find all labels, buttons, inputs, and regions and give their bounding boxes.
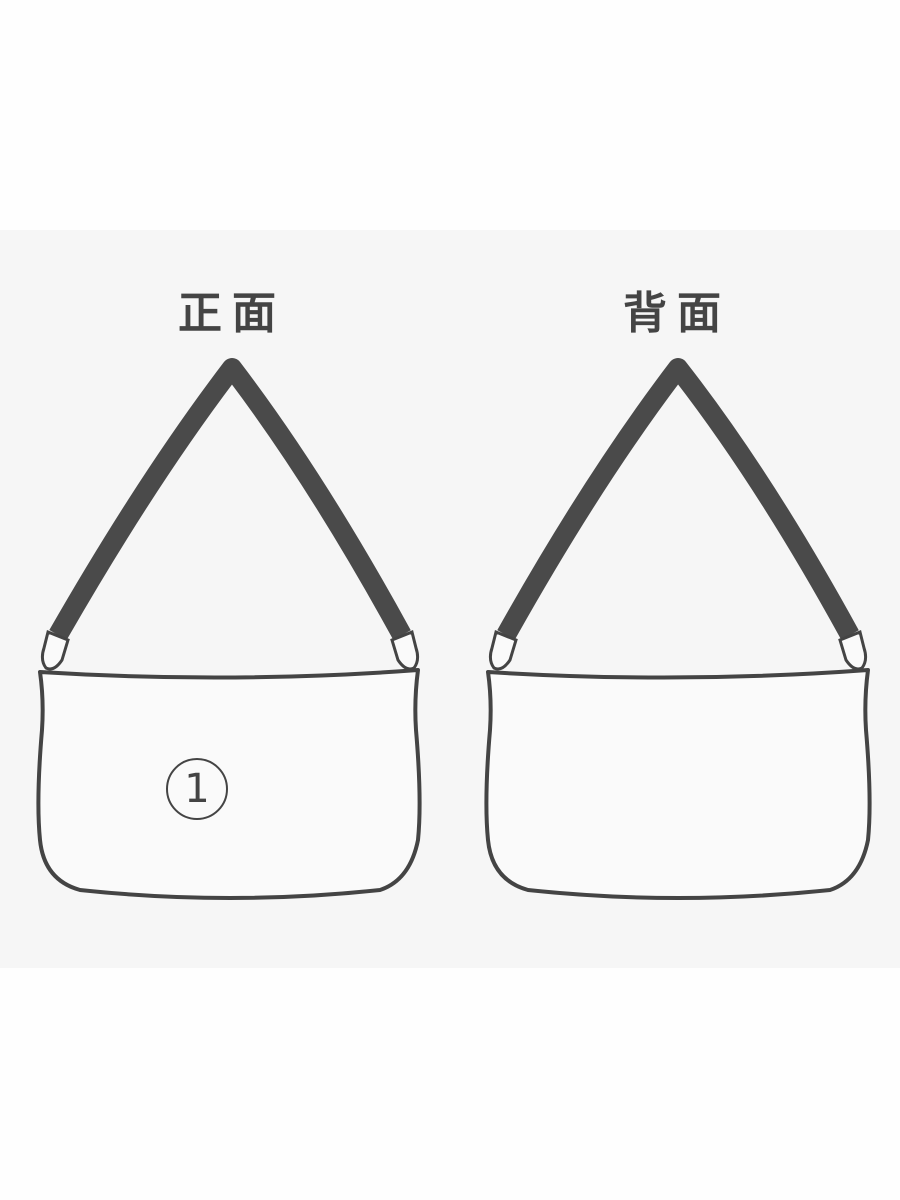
back-bag-body bbox=[484, 668, 872, 900]
back-view-label: 背面 bbox=[623, 288, 731, 339]
front-bag-strap bbox=[49, 358, 411, 640]
front-bag-left-connector bbox=[40, 629, 70, 671]
front-bag-right-connector bbox=[390, 629, 420, 671]
front-bag-body bbox=[36, 668, 422, 900]
front-view-label: 正面 bbox=[178, 288, 286, 339]
part-number-marker: 1 bbox=[166, 758, 228, 820]
back-bag-strap bbox=[497, 358, 859, 640]
back-bag bbox=[484, 358, 872, 900]
front-bag bbox=[36, 358, 422, 900]
back-bag-right-connector bbox=[838, 629, 868, 671]
back-bag-left-connector bbox=[488, 629, 518, 671]
